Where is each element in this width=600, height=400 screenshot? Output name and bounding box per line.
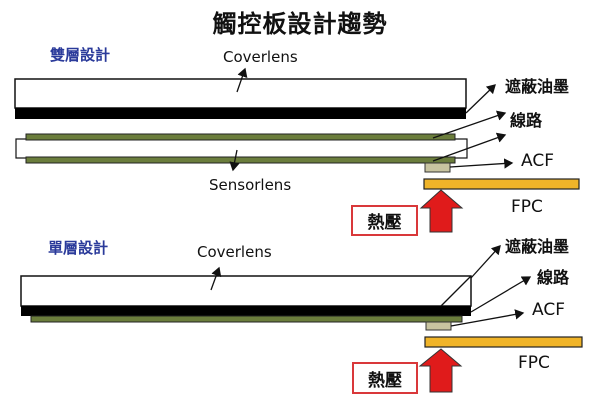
double-sensor-pointer [229, 149, 240, 172]
double-cover-lens-label: Coverlens [223, 48, 298, 66]
single-heat-arrow [418, 348, 463, 393]
double-shield-leader [465, 84, 496, 114]
double-circuit-leader-2 [432, 132, 507, 162]
single-shield-ink-label: 遮蔽油墨 [505, 237, 570, 256]
double-fpc [423, 178, 580, 190]
diagram-title: 觸控板設計趨勢 [212, 10, 388, 38]
single-acf [425, 321, 452, 331]
single-shield-ink [21, 306, 471, 316]
single-circuit [30, 315, 463, 323]
single-cover-pointer [210, 266, 222, 291]
single-circuit-leader [470, 276, 532, 313]
double-circuit-leader [432, 110, 507, 139]
single-cover-edge-diagonal [440, 275, 472, 307]
double-sensor-lens-label: Sensorlens [209, 176, 292, 194]
double-shield-ink-label: 遮蔽油墨 [505, 77, 570, 96]
single-layer-section-label: 單層設計 [48, 239, 109, 257]
double-acf [424, 162, 451, 173]
single-fpc [424, 336, 583, 348]
double-circuit-label: 線路 [510, 111, 543, 130]
single-cover-lens [20, 275, 472, 307]
single-cover-lens-label: Coverlens [197, 243, 272, 261]
double-cover-pointer [236, 67, 248, 93]
single-shield-leader [470, 245, 501, 279]
double-acf-label: ACF [521, 151, 554, 171]
single-heat-press-box: 熱壓 [352, 362, 418, 394]
single-acf-leader [450, 309, 525, 327]
double-circuit-bottom [25, 156, 456, 164]
double-circuit-top [25, 133, 456, 141]
double-heat-press-box: 熱壓 [351, 205, 418, 236]
double-heat-arrow [419, 189, 464, 233]
double-acf-leader [449, 158, 514, 169]
double-sensor-lens [15, 138, 468, 159]
single-circuit-label: 線路 [537, 268, 570, 287]
double-fpc-label: FPC [511, 197, 543, 217]
double-layer-section-label: 雙層設計 [50, 46, 111, 64]
double-shield-ink [15, 108, 466, 119]
single-acf-label: ACF [532, 300, 565, 320]
single-fpc-label: FPC [518, 353, 550, 373]
